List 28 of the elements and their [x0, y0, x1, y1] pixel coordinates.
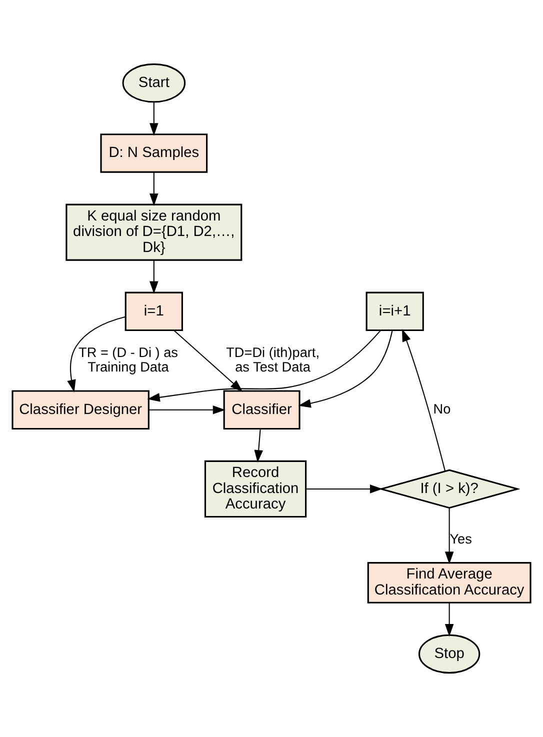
arrow — [298, 330, 393, 408]
node-box: Classifier Designer — [12, 390, 150, 430]
arrow — [444, 508, 454, 564]
node-diamond: If (I > k)? — [378, 469, 520, 509]
arrow — [67, 316, 126, 392]
arrow — [147, 330, 382, 402]
arrow — [306, 484, 383, 494]
node-box: Record Classification Accuracy — [204, 460, 307, 518]
arrow — [174, 330, 243, 392]
node-box: Find Average Classification Accuracy — [367, 562, 532, 604]
edge-label: Yes — [450, 531, 472, 546]
arrow — [150, 260, 158, 294]
node-box: K equal size random division of D={D1, D2,…, Dk} — [66, 204, 242, 261]
node-ellipse: Stop — [418, 634, 480, 674]
arrow — [150, 102, 158, 136]
arrow — [150, 172, 158, 206]
arrow — [402, 328, 446, 472]
arrow — [444, 602, 454, 637]
edge-label: No — [433, 401, 451, 416]
node-box: i=i+1 — [366, 292, 424, 332]
node-ellipse: Start — [122, 63, 186, 103]
edge-label: TD=Di (ith)part, as Test Data — [226, 344, 320, 375]
node-box: D: N Samples — [100, 134, 208, 173]
node-box: Classifier — [223, 390, 300, 430]
edge-label: TR = (D - Di ) as Training Data — [78, 344, 178, 375]
arrow — [254, 428, 263, 463]
arrow — [148, 405, 226, 414]
node-box: i=1 — [124, 292, 183, 332]
